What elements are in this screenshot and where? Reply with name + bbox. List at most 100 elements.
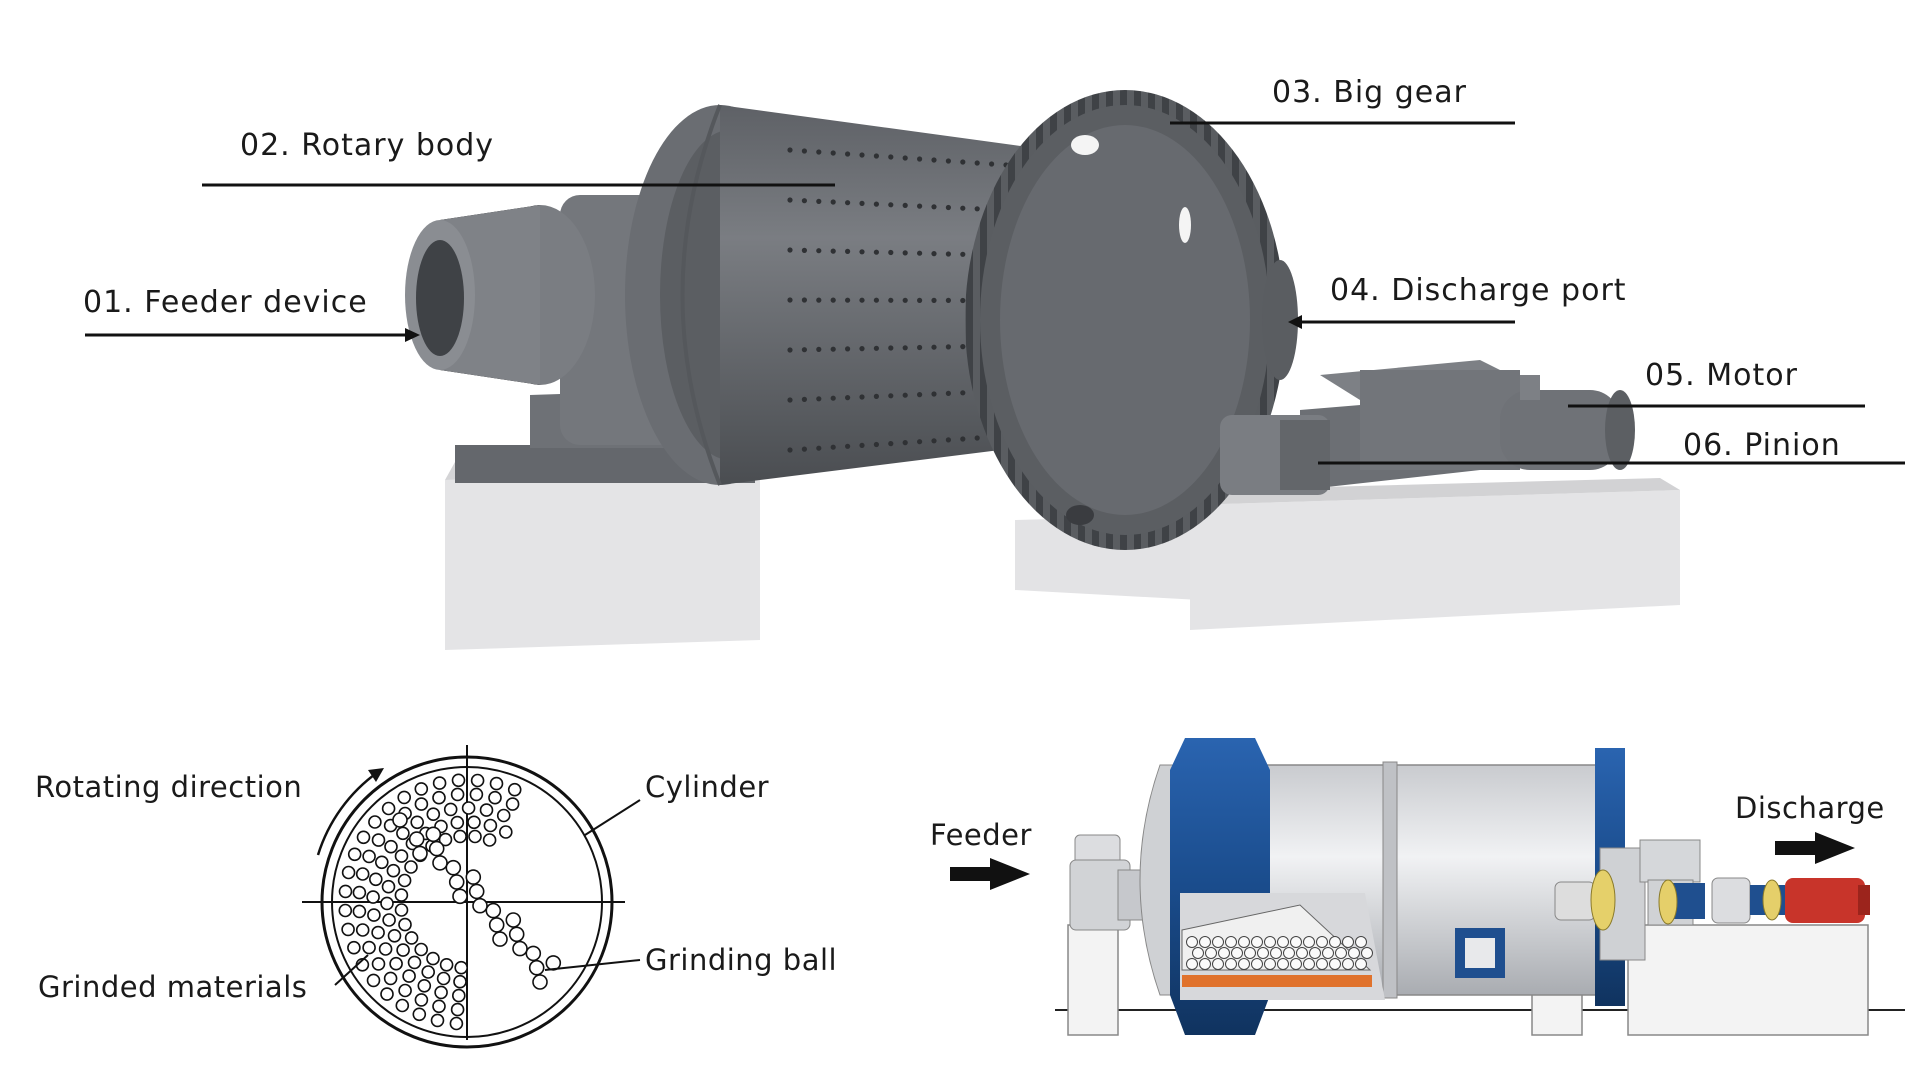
drum-bolt (873, 297, 880, 303)
drum-bolt (830, 346, 836, 352)
grinding-ball (472, 897, 488, 914)
grinding-ball (355, 923, 370, 937)
drum-bolt (902, 345, 908, 351)
reducer (1711, 877, 1751, 924)
label-pinion: 06. Pinion (1318, 428, 1905, 465)
drum-bolt (960, 297, 966, 304)
label-rotary-body: 02. Rotary body (202, 128, 835, 187)
drum-bolt (873, 249, 880, 255)
grinding-ball (397, 790, 412, 805)
drive-platform (1627, 924, 1869, 1036)
drum-bolt (945, 251, 952, 257)
grinding-ball (426, 951, 440, 966)
liner-ball (1264, 936, 1276, 948)
label-big-gear: 03. Big gear (1170, 75, 1515, 125)
liner-ball (1186, 958, 1198, 970)
drum-bolt (787, 347, 793, 353)
feeder-device (405, 205, 595, 385)
drum-bolt (888, 249, 894, 256)
grinding-ball (451, 988, 466, 1003)
grinding-ball (392, 812, 408, 828)
liner-ball (1212, 936, 1224, 948)
grinding-ball (488, 917, 505, 933)
drum-bolt (888, 441, 894, 447)
drum-bolt (816, 346, 822, 352)
drum-bolt (830, 297, 836, 303)
drum-bolt (945, 437, 952, 443)
drum-bolt (960, 436, 966, 442)
drum-bolt (845, 200, 851, 206)
grinding-ball (362, 849, 376, 864)
drum-bolt (859, 442, 865, 448)
grinding-ball (453, 829, 467, 844)
grinding-ball (432, 776, 447, 790)
grinding-ball (434, 985, 448, 1000)
support-left (1067, 924, 1119, 1036)
grinding-ball (525, 945, 542, 962)
grinding-ball (368, 815, 382, 829)
grinding-ball (404, 860, 418, 874)
grinding-ball (454, 960, 469, 975)
liner-ball (1199, 958, 1211, 970)
drum-bolt (859, 297, 865, 303)
grinding-ball (414, 942, 429, 957)
rotary-body-label: 02. Rotary body (240, 128, 494, 163)
drum-bolt (960, 390, 966, 396)
grinding-ball (438, 832, 453, 847)
drum-bolt (960, 251, 966, 257)
grinding-ball (470, 773, 485, 788)
grinding-ball (425, 826, 442, 843)
grinding-ball (368, 872, 383, 887)
grinding-ball (382, 913, 396, 927)
grinding-ball-leader (544, 959, 641, 971)
drum-bolt (974, 435, 980, 441)
pinion-gear (1590, 869, 1616, 931)
grinding-ball (394, 888, 409, 902)
grinding-ball (453, 974, 467, 989)
drive-train (1554, 839, 1870, 961)
grinding-ball (352, 885, 367, 900)
liner-ball (1283, 947, 1295, 959)
feeder-device-label: 01. Feeder device (83, 285, 368, 320)
cylinder-label: Cylinder (645, 770, 769, 804)
drum-bolt (974, 160, 980, 166)
liner-ball (1342, 936, 1354, 948)
drum-bolt (845, 297, 851, 303)
drum-bolt (931, 344, 937, 350)
grinding-ball (505, 912, 522, 928)
grinding-ball (426, 807, 441, 822)
discharge-port (1262, 260, 1298, 380)
liner-ball (1277, 936, 1289, 948)
drum-bolt (931, 391, 937, 397)
cylinder-outer-ring (320, 755, 614, 1049)
liner-ball (1205, 947, 1217, 959)
drum-bolt (917, 344, 923, 351)
grinding-ball (387, 928, 402, 943)
drum-bolt (830, 150, 836, 156)
grinding-ball (450, 1002, 465, 1017)
drum-bolt (859, 394, 865, 400)
drum-bolt (931, 438, 937, 444)
drum-bolt (931, 297, 937, 303)
motor (1500, 375, 1635, 470)
grinding-ball (468, 829, 482, 844)
grinding-ball-label: Grinding ball (645, 943, 837, 977)
grinding-ball (347, 847, 362, 862)
grinding-ball (528, 959, 545, 976)
drum-bolt (945, 390, 952, 396)
grinding-ball (371, 957, 386, 971)
drum-bolt (787, 197, 793, 203)
feeder-device-arrowhead (405, 328, 420, 342)
grinded-materials-leader (334, 954, 369, 986)
grinding-ball (341, 922, 355, 937)
grinding-ball (381, 879, 396, 894)
liner-ball (1251, 936, 1263, 948)
liner-ball (1244, 947, 1256, 959)
grinding-ball (489, 776, 504, 791)
drum-bolt (787, 247, 793, 253)
drum-bolt (816, 248, 822, 254)
liner-ball (1355, 936, 1367, 948)
drum-bolt (830, 248, 836, 254)
grinding-ball (362, 940, 376, 955)
grinding-ball (408, 831, 425, 847)
